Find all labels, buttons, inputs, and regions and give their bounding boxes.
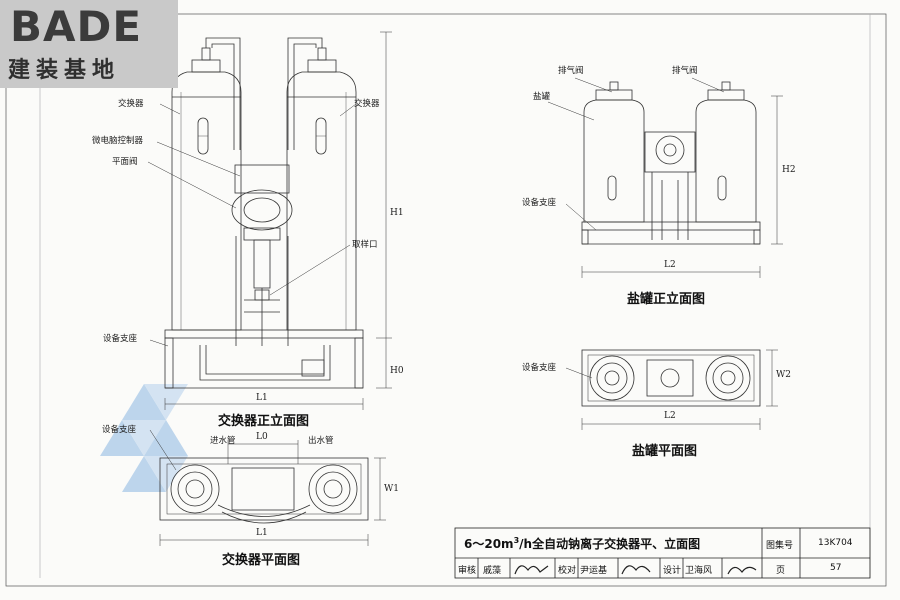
label-support-front: 设备支座 (103, 334, 138, 344)
salt-tank-base (581, 221, 761, 231)
label-support-salt-front: 设备支座 (522, 198, 557, 208)
label-outlet: 出水管 (308, 436, 334, 446)
atlas-number: 13K704 (818, 538, 853, 548)
exchanger-front-elevation (147, 31, 392, 410)
dim-w1: W1 (384, 484, 399, 494)
main-title-pre: 6～20m (464, 537, 514, 551)
salt-tank-plan-view (565, 349, 778, 430)
checker-name: 尹运基 (580, 566, 608, 576)
logo-brand: BADE (10, 2, 143, 51)
label-exchanger-left: 交换器 (118, 99, 144, 109)
reviewer-signature (514, 565, 549, 575)
label-plane-valve: 平面阀 (112, 157, 138, 167)
designer-signature (727, 566, 757, 575)
title-salt-front: 盐罐正立面图 (627, 292, 706, 307)
label-vent-left: 排气阀 (558, 66, 584, 76)
dim-l2-plan: L2 (664, 411, 676, 421)
plane-valve (231, 189, 293, 231)
checker-signature (621, 565, 651, 575)
dim-h0: H0 (390, 366, 404, 376)
dim-l1-front: L1 (256, 393, 268, 403)
label-inlet: 进水管 (210, 436, 236, 446)
label-support-salt-plan: 设备支座 (522, 363, 557, 373)
title-block-main: 6～20m3/h全自动钠离子交换器平、立面图 (464, 535, 700, 552)
atlas-label: 图集号 (766, 541, 794, 551)
title-exchanger-front: 交换器正立面图 (218, 414, 310, 429)
label-salt-tank: 盐罐 (533, 92, 551, 102)
logo-subtitle: 建装基地 (8, 58, 121, 83)
reviewer-name: 戚藻 (483, 566, 502, 576)
main-title-sup: 3 (513, 536, 520, 545)
exchanger-plan-frame (159, 457, 369, 521)
sheet-border (5, 13, 887, 587)
watermark-triangles (100, 384, 188, 492)
label-support-plan: 设备支座 (102, 425, 137, 435)
label-vent-right: 排气阀 (672, 66, 698, 76)
exchanger-base (164, 329, 364, 339)
page-label: 页 (776, 566, 786, 576)
title-block (454, 527, 871, 579)
exchanger-plan-view (149, 429, 386, 546)
title-salt-plan: 盐罐平面图 (632, 444, 698, 459)
dim-l1-plan: L1 (256, 528, 268, 538)
label-controller: 微电脑控制器 (92, 136, 144, 146)
review-label: 审核 (458, 566, 477, 576)
logo: BADE 建装基地 (0, 0, 178, 88)
salt-tank-front-elevation (547, 77, 783, 278)
main-title-post: /h全自动钠离子交换器平、立面图 (519, 537, 701, 551)
designer-name: 卫海风 (685, 566, 713, 576)
dim-l0: L0 (256, 432, 268, 442)
dim-l2-front: L2 (664, 260, 676, 270)
design-label: 设计 (663, 566, 682, 576)
label-exchanger-right: 交换器 (354, 99, 380, 109)
check-label: 校对 (558, 566, 577, 576)
salt-tank-plan-frame (581, 349, 761, 407)
dim-h1: H1 (390, 208, 404, 218)
page-number: 57 (830, 563, 842, 573)
dim-h2: H2 (782, 165, 796, 175)
label-sampling-port: 取样口 (352, 240, 378, 250)
dim-w2: W2 (776, 370, 791, 380)
title-exchanger-plan: 交换器平面图 (222, 553, 301, 568)
